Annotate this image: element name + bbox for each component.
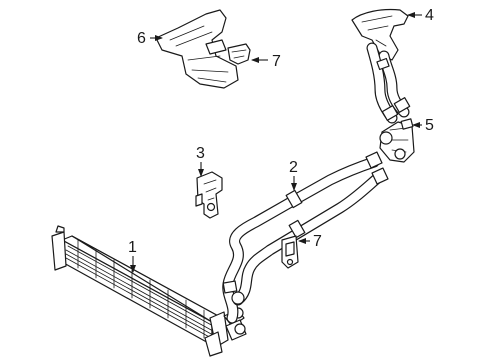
callout-label: 2	[289, 159, 298, 176]
cooler-hose-part	[222, 151, 389, 324]
upper-pipe-part	[351, 8, 411, 124]
thermostat-valve-part	[379, 118, 415, 163]
callout-7-lower: 7	[298, 233, 322, 250]
hose-bracket-part	[195, 171, 223, 219]
callout-label: 4	[425, 7, 434, 24]
callout-5: 5	[412, 117, 434, 134]
callout-label: 3	[196, 145, 205, 162]
callout-4: 4	[407, 7, 434, 24]
heat-shield-part	[155, 9, 239, 89]
callout-label: 5	[425, 117, 434, 134]
oil-cooler-part	[51, 225, 247, 357]
retainer-clip-lower-part	[281, 235, 299, 269]
callout-label: 7	[272, 53, 281, 70]
callout-2: 2	[289, 159, 298, 191]
callout-3: 3	[196, 145, 205, 177]
retainer-clip-upper-part	[227, 43, 251, 65]
callout-6: 6	[137, 30, 163, 47]
callout-label: 7	[313, 233, 322, 250]
callout-label: 6	[137, 30, 146, 47]
callout-7-upper: 7	[251, 53, 281, 70]
callout-label: 1	[128, 239, 137, 256]
callout-1: 1	[128, 239, 137, 273]
